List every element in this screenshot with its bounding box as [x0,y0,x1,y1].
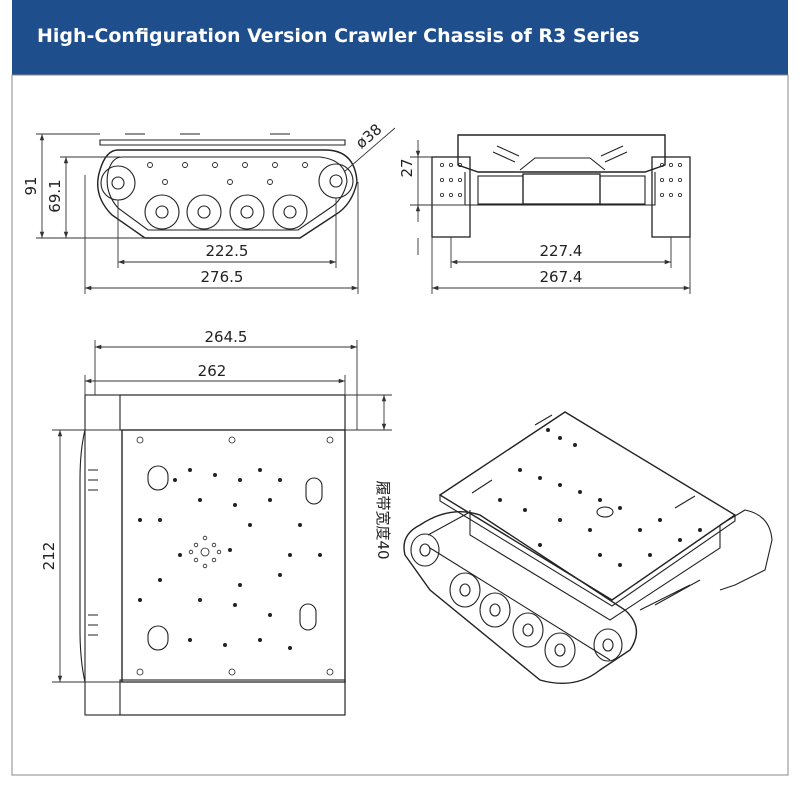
dim-total-width: 267.4 [540,268,583,286]
drawing-frame [11,74,789,776]
front-view [431,134,691,238]
page-title: High-Configuration Version Crawler Chass… [37,25,640,47]
header-bar: High-Configuration Version Crawler Chass… [12,0,788,75]
front-view-dimensions [410,140,691,294]
side-view-dimensions [36,127,396,294]
dim-overall-length: 264.5 [205,328,248,346]
side-view [97,133,358,239]
dim-plate-width: 212 [40,542,58,571]
top-view [79,394,346,716]
isometric-view [403,411,773,685]
dim-track-height: 27 [398,158,416,177]
dim-wheelbase: 222.5 [206,242,249,260]
dim-inner-width: 227.4 [540,242,583,260]
dim-total-height: 91 [22,176,40,195]
track-width-note: 履带宽度40 [374,480,392,559]
dim-body-height: 69.1 [46,179,64,212]
top-view-dimensions [52,340,392,683]
dim-total-length: 276.5 [201,268,244,286]
dim-wheel-diameter: ø38 [352,120,385,152]
dim-plate-length: 262 [198,362,227,380]
